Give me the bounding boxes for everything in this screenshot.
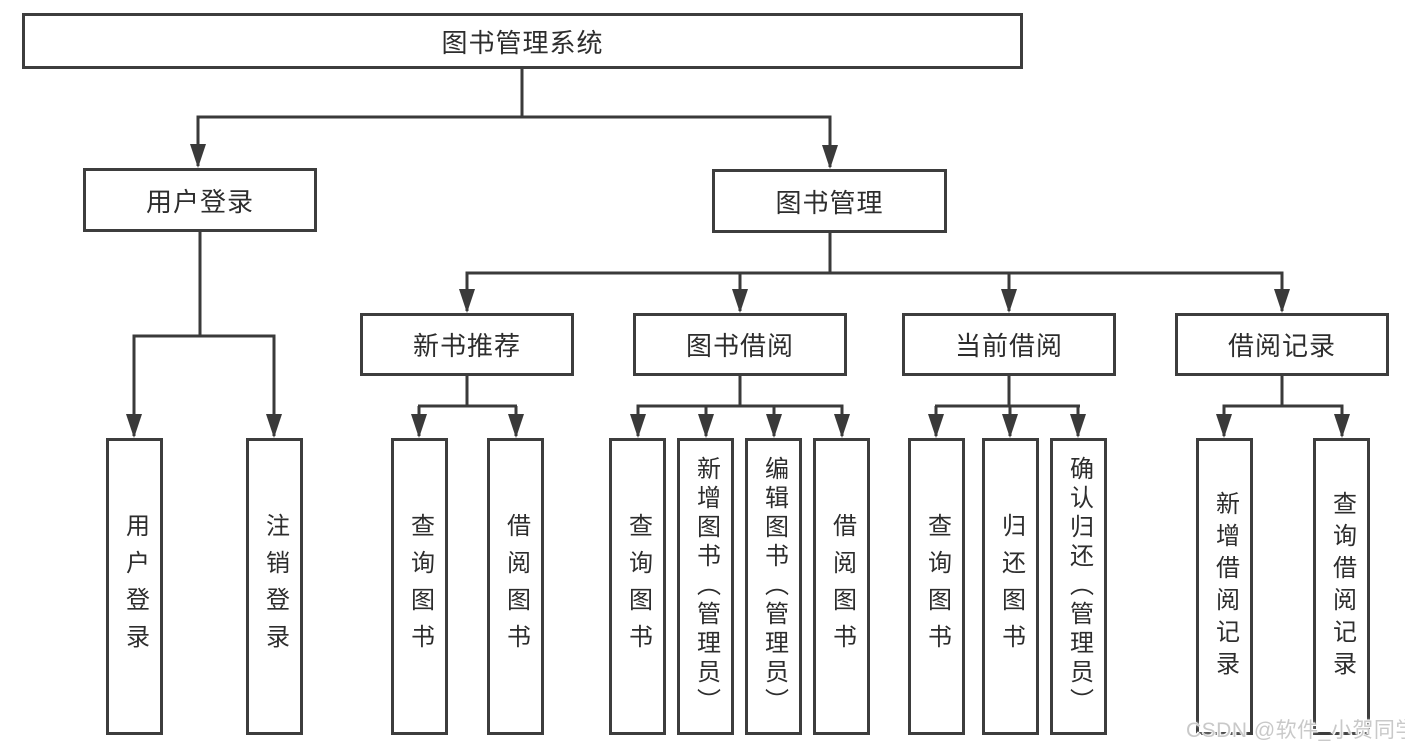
leaf-add-borrow-record: 新增借阅记录: [1196, 438, 1253, 735]
node-library-system: 图书管理系统: [22, 13, 1023, 69]
leaf-add-book-admin: 新增图书（管理员）: [677, 438, 734, 735]
leaf-query-books-borrowing: 查询图书: [609, 438, 666, 735]
node-label: 查询借阅记录: [1328, 490, 1356, 683]
node-label: 图书管理: [775, 187, 884, 218]
node-label: 编辑图书（管理员）: [760, 456, 788, 717]
node-label: 查询图书: [624, 512, 652, 661]
leaf-query-books-current: 查询图书: [908, 438, 965, 735]
node-label: 新增借阅记录: [1211, 490, 1239, 683]
node-label: 查询图书: [923, 512, 951, 661]
node-label: 图书借阅: [685, 331, 794, 361]
node-label: 归还图书: [997, 512, 1025, 661]
node-current-borrowing: 当前借阅: [902, 313, 1116, 376]
leaf-query-books-recommend: 查询图书: [391, 438, 448, 735]
node-label: 注销登录: [261, 512, 289, 661]
leaf-return-books: 归还图书: [982, 438, 1039, 735]
leaf-logout: 注销登录: [246, 438, 303, 735]
node-book-borrowing: 图书借阅: [633, 313, 847, 376]
node-label: 借阅图书: [828, 512, 856, 661]
node-label: 新增图书（管理员）: [692, 456, 720, 717]
node-label: 新书推荐: [412, 331, 521, 361]
node-label: 用户登录: [121, 512, 149, 661]
leaf-edit-book-admin: 编辑图书（管理员）: [745, 438, 802, 735]
leaf-confirm-return-admin: 确认归还（管理员）: [1050, 438, 1107, 735]
node-label: 当前借阅: [954, 331, 1063, 361]
node-label: 借阅记录: [1227, 331, 1336, 361]
node-book-management: 图书管理: [712, 169, 947, 233]
node-label: 借阅图书: [502, 512, 530, 661]
node-new-book-recommend: 新书推荐: [360, 313, 574, 376]
node-label: 查询图书: [406, 512, 434, 661]
leaf-query-borrow-record: 查询借阅记录: [1313, 438, 1370, 735]
leaf-borrow-books-recommend: 借阅图书: [487, 438, 544, 735]
node-label: 确认归还（管理员）: [1065, 456, 1093, 717]
watermark: CSDN @软件_小贺同学: [1186, 719, 1405, 742]
node-borrowing-records: 借阅记录: [1175, 313, 1389, 376]
leaf-user-login: 用户登录: [106, 438, 163, 735]
node-label: 用户登录: [145, 186, 254, 217]
leaf-borrow-books-borrowing: 借阅图书: [813, 438, 870, 735]
node-label: 图书管理系统: [441, 27, 604, 58]
node-user-login: 用户登录: [83, 168, 317, 232]
